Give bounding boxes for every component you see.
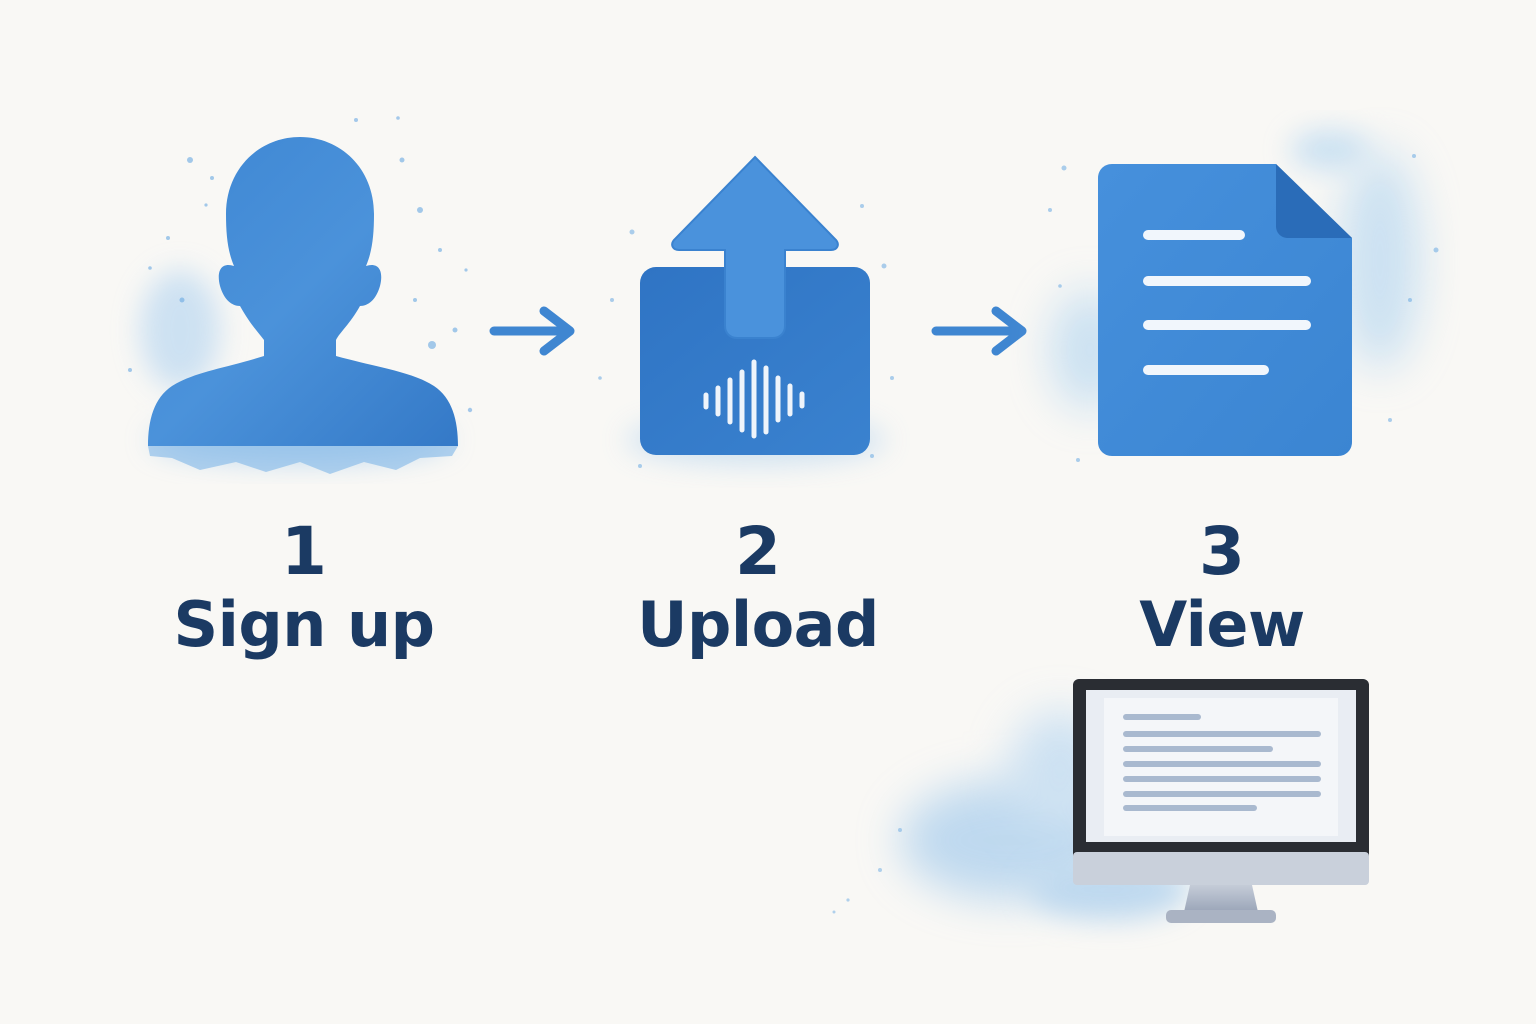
monitor-illustration [832, 679, 1369, 923]
right-arrow-icon [931, 306, 1027, 356]
connector-arrow-1 [489, 306, 575, 356]
person-drip [148, 446, 458, 474]
connector-arrow-2 [931, 306, 1027, 356]
step-1-graphic [128, 116, 473, 474]
step-2-title: Upload [637, 588, 879, 661]
person-silhouette-icon [148, 137, 458, 446]
step-3-number: 3 [1199, 513, 1245, 590]
desktop-monitor-icon [1073, 679, 1369, 923]
step-1-number: 1 [281, 513, 327, 590]
paint-speckles [128, 116, 473, 422]
paint-speckles [1048, 154, 1439, 462]
document-fold-corner [1276, 164, 1352, 238]
audio-waveform-icon [703, 359, 805, 439]
step-2-number: 2 [735, 513, 781, 590]
step-2-graphic [598, 155, 894, 468]
step-3-title: View [1139, 588, 1305, 661]
step-3-graphic [1048, 130, 1439, 462]
monitor-splash [900, 710, 1190, 920]
paint-speckles [832, 828, 902, 914]
upload-arrow-icon [671, 155, 839, 339]
step-3-label: 3 View [1042, 516, 1402, 662]
right-arrow-icon [489, 306, 575, 356]
step-1-title: Sign up [173, 588, 435, 661]
document-text-lines [1143, 230, 1311, 375]
paint-speckles [598, 204, 894, 468]
step-2-label: 2 Upload [578, 516, 938, 662]
step-1-label: 1 Sign up [124, 516, 484, 662]
